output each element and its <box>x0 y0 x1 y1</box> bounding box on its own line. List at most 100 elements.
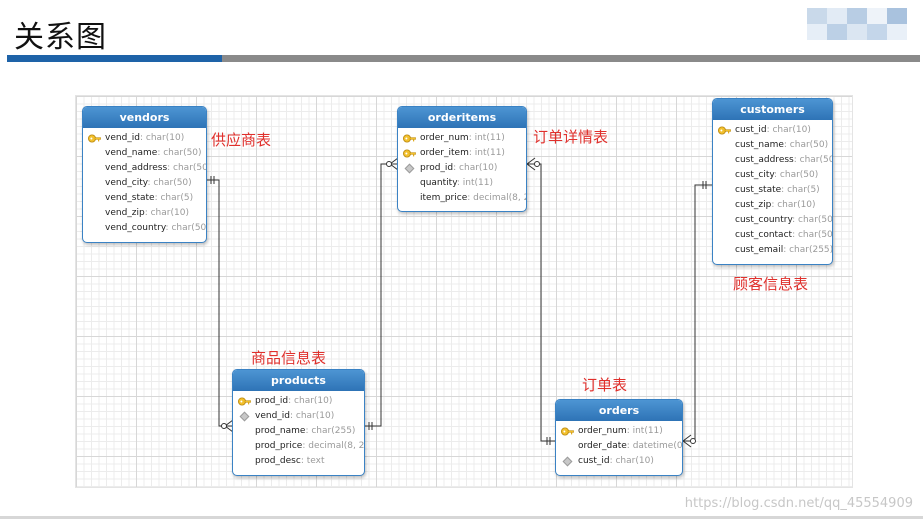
table-header-products[interactable]: products <box>233 370 364 391</box>
field-customers-cust-email[interactable]: cust_email: char(255) <box>713 243 832 258</box>
field-type: : char(50) <box>783 140 829 150</box>
field-products-prod-price[interactable]: prod_price: decimal(8, 2) <box>233 439 364 454</box>
slide-title: 关系图 <box>14 20 107 55</box>
table-orderitems[interactable]: orderitems order_num: int(11)order_item:… <box>397 106 527 212</box>
field-vendors-vend-city[interactable]: vend_city: char(50) <box>83 176 206 191</box>
field-type: : decimal(8, 2) <box>467 193 527 203</box>
field-orderitems-item-price[interactable]: item_price: decimal(8, 2) <box>398 191 526 206</box>
field-name: vend_city <box>105 178 148 188</box>
field-orderitems-prod-id[interactable]: prod_id: char(10) <box>398 161 526 176</box>
field-vendors-vend-country[interactable]: vend_country: char(50) <box>83 221 206 236</box>
primary-key-icon <box>238 396 251 407</box>
field-type: : char(50) <box>167 163 207 173</box>
header-decoration <box>807 8 909 40</box>
field-vendors-vend-id[interactable]: vend_id: char(10) <box>83 131 206 146</box>
table-fields-vendors: vend_id: char(10)vend_name: char(50)vend… <box>83 128 206 240</box>
table-products[interactable]: products prod_id: char(10)vend_id: char(… <box>232 369 365 476</box>
field-type: : char(10) <box>771 200 816 210</box>
field-name: vend_id <box>255 411 290 421</box>
field-customers-cust-address[interactable]: cust_address: char(50) <box>713 153 832 168</box>
table-header-orders[interactable]: orders <box>556 400 682 421</box>
title-divider-accent <box>7 55 222 62</box>
field-vendors-vend-zip[interactable]: vend_zip: char(10) <box>83 206 206 221</box>
field-orderitems-order-item[interactable]: order_item: int(11) <box>398 146 526 161</box>
field-type: : char(10) <box>453 163 498 173</box>
field-vendors-vend-name[interactable]: vend_name: char(50) <box>83 146 206 161</box>
field-name: order_num <box>420 133 469 143</box>
field-type: : char(50) <box>793 155 832 165</box>
foreign-key-diamond-icon <box>404 163 415 174</box>
table-header-vendors[interactable]: vendors <box>83 107 206 128</box>
field-orders-cust-id[interactable]: cust_id: char(10) <box>556 454 682 469</box>
field-type: : char(5) <box>154 193 194 203</box>
field-products-prod-id[interactable]: prod_id: char(10) <box>233 394 364 409</box>
field-name: item_price <box>420 193 468 203</box>
field-type: : char(50) <box>157 148 202 158</box>
field-type: : int(11) <box>456 178 493 188</box>
field-customers-cust-contact[interactable]: cust_contact: char(50) <box>713 228 832 243</box>
field-name: cust_id <box>578 456 610 466</box>
field-name: order_date <box>578 441 627 451</box>
field-type: : char(255) <box>305 426 356 436</box>
field-type: : char(10) <box>144 208 189 218</box>
field-type: : char(10) <box>609 456 654 466</box>
field-name: cust_zip <box>735 200 772 210</box>
primary-key-icon <box>403 133 416 144</box>
table-customers[interactable]: customers cust_id: char(10)cust_name: ch… <box>712 98 833 265</box>
primary-key-icon <box>561 426 574 437</box>
field-orderitems-quantity[interactable]: quantity: int(11) <box>398 176 526 191</box>
field-type: : char(10) <box>766 125 811 135</box>
field-name: vend_id <box>105 133 140 143</box>
field-type: : char(50) <box>147 178 192 188</box>
field-products-prod-name[interactable]: prod_name: char(255) <box>233 424 364 439</box>
field-products-vend-id[interactable]: vend_id: char(10) <box>233 409 364 424</box>
field-name: vend_country <box>105 223 166 233</box>
field-name: prod_name <box>255 426 306 436</box>
field-name: cust_name <box>735 140 784 150</box>
field-name: cust_state <box>735 185 782 195</box>
field-orders-order-num[interactable]: order_num: int(11) <box>556 424 682 439</box>
field-orderitems-order-num[interactable]: order_num: int(11) <box>398 131 526 146</box>
field-vendors-vend-state[interactable]: vend_state: char(5) <box>83 191 206 206</box>
field-name: vend_address <box>105 163 168 173</box>
field-vendors-vend-address[interactable]: vend_address: char(50) <box>83 161 206 176</box>
field-type: : datetime(0) <box>626 441 683 451</box>
field-customers-cust-city[interactable]: cust_city: char(50) <box>713 168 832 183</box>
field-type: : char(5) <box>781 185 820 195</box>
table-fields-orderitems: order_num: int(11)order_item: int(11)pro… <box>398 128 526 210</box>
field-customers-cust-country[interactable]: cust_country: char(50) <box>713 213 832 228</box>
field-name: order_num <box>578 426 627 436</box>
table-header-orderitems[interactable]: orderitems <box>398 107 526 128</box>
field-orders-order-date[interactable]: order_date: datetime(0) <box>556 439 682 454</box>
foreign-key-diamond-icon <box>562 456 573 467</box>
bottom-rule <box>0 516 923 519</box>
table-fields-products: prod_id: char(10)vend_id: char(10)prod_n… <box>233 391 364 473</box>
watermark: https://blog.csdn.net/qq_45554909 <box>684 496 913 511</box>
field-customers-cust-id[interactable]: cust_id: char(10) <box>713 123 832 138</box>
field-name: vend_zip <box>105 208 145 218</box>
field-type: : int(11) <box>468 133 505 143</box>
primary-key-icon <box>403 148 416 159</box>
field-name: cust_address <box>735 155 794 165</box>
table-orders[interactable]: orders order_num: int(11)order_date: dat… <box>555 399 683 476</box>
field-customers-cust-zip[interactable]: cust_zip: char(10) <box>713 198 832 213</box>
field-type: : char(10) <box>140 133 185 143</box>
field-name: prod_desc <box>255 456 301 466</box>
field-name: vend_state <box>105 193 155 203</box>
field-type: : int(11) <box>468 148 505 158</box>
field-customers-cust-name[interactable]: cust_name: char(50) <box>713 138 832 153</box>
label-customers: 顾客信息表 <box>733 275 809 293</box>
field-customers-cust-state[interactable]: cust_state: char(5) <box>713 183 832 198</box>
primary-key-icon <box>88 133 101 144</box>
field-products-prod-desc[interactable]: prod_desc: text <box>233 454 364 469</box>
field-name: order_item <box>420 148 469 158</box>
foreign-key-diamond-icon <box>239 411 250 422</box>
field-type: : char(50) <box>774 170 819 180</box>
field-name: quantity <box>420 178 457 188</box>
table-fields-orders: order_num: int(11)order_date: datetime(0… <box>556 421 682 473</box>
table-vendors[interactable]: vendors vend_id: char(10)vend_name: char… <box>82 106 207 243</box>
table-header-customers[interactable]: customers <box>713 99 832 120</box>
title-divider <box>7 55 920 62</box>
field-type: : char(50) <box>792 230 833 240</box>
field-type: : int(11) <box>626 426 663 436</box>
